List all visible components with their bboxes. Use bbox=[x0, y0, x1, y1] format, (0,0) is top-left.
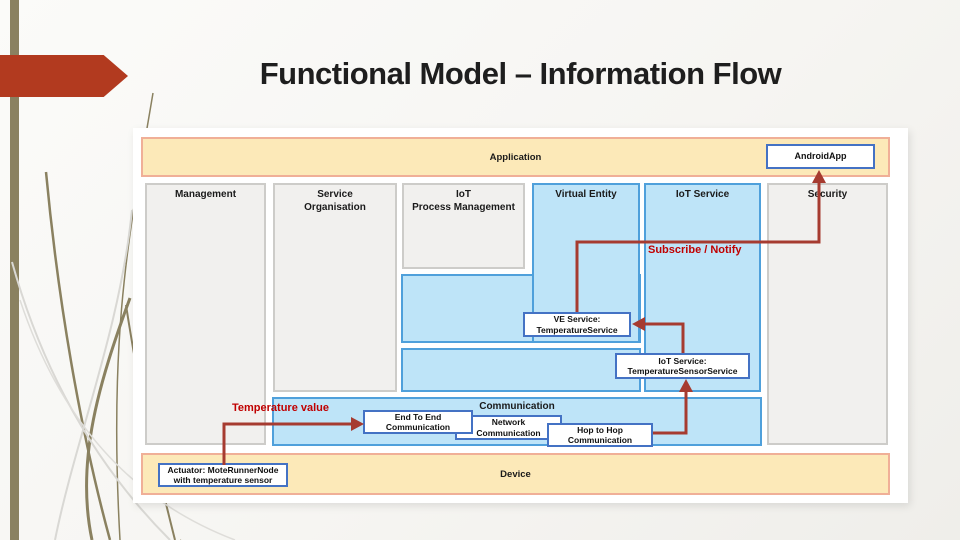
iot-sensor-service-line2: TemperatureSensorService bbox=[627, 366, 738, 376]
ve-service-box: VE Service: TemperatureService bbox=[523, 312, 631, 337]
hop-to-hop-communication-box: Hop to Hop Communication bbox=[547, 423, 653, 447]
subscribe-notify-annotation: Subscribe / Notify bbox=[648, 244, 742, 256]
iot-service-label: IoT Service bbox=[675, 189, 730, 200]
application-label: Application bbox=[489, 151, 542, 163]
actuator-box: Actuator: MoteRunnerNode with temperatur… bbox=[158, 463, 288, 487]
slide-title: Functional Model – Information Flow bbox=[259, 56, 782, 91]
actuator-line2: with temperature sensor bbox=[173, 475, 273, 485]
service-organisation-label-line1: Service bbox=[317, 189, 353, 200]
service-organisation-label-line2: Organisation bbox=[304, 201, 366, 213]
iot-service-lower-band bbox=[401, 348, 641, 392]
hop-to-hop-line2: Communication bbox=[567, 435, 633, 445]
end-to-end-line1: End To End bbox=[394, 411, 442, 422]
android-app-box: AndroidApp bbox=[766, 144, 875, 169]
network-communication-line1: Network bbox=[491, 417, 526, 428]
security-label: Security bbox=[807, 189, 848, 200]
end-to-end-line2: Communication bbox=[385, 422, 451, 432]
application-layer-band: Application bbox=[141, 137, 890, 177]
end-to-end-communication-box: End To End Communication bbox=[363, 410, 473, 434]
iot-process-management-label-line1: IoT bbox=[456, 189, 471, 200]
iot-sensor-service-line1: IoT Service: bbox=[658, 355, 707, 366]
network-communication-line2: Communication bbox=[476, 427, 541, 438]
communication-label: Communication bbox=[479, 401, 555, 412]
actuator-line1: Actuator: MoteRunnerNode bbox=[167, 464, 279, 475]
iot-sensor-service-box: IoT Service: TemperatureSensorService bbox=[615, 353, 750, 379]
column-service-organisation: Service Organisation bbox=[273, 183, 397, 392]
network-communication-box: Network Communication bbox=[455, 415, 562, 440]
ve-service-line1: VE Service: bbox=[553, 314, 601, 325]
column-security: Security bbox=[767, 183, 888, 445]
column-iot-process-management: IoT Process Management bbox=[402, 183, 525, 269]
android-app-label: AndroidApp bbox=[794, 151, 847, 162]
temperature-value-annotation: Temperature value bbox=[232, 402, 330, 414]
device-label: Device bbox=[500, 468, 531, 480]
virtual-entity-label: Virtual Entity bbox=[555, 189, 617, 200]
ve-service-line2: TemperatureService bbox=[536, 324, 618, 335]
red-arrow-decoration bbox=[0, 55, 128, 97]
diagram-panel: Application AndroidApp Management Servic… bbox=[133, 128, 908, 503]
hop-to-hop-line1: Hop to Hop bbox=[577, 424, 623, 435]
iot-process-management-label-line2: Process Management bbox=[412, 201, 515, 213]
management-label: Management bbox=[174, 189, 237, 200]
